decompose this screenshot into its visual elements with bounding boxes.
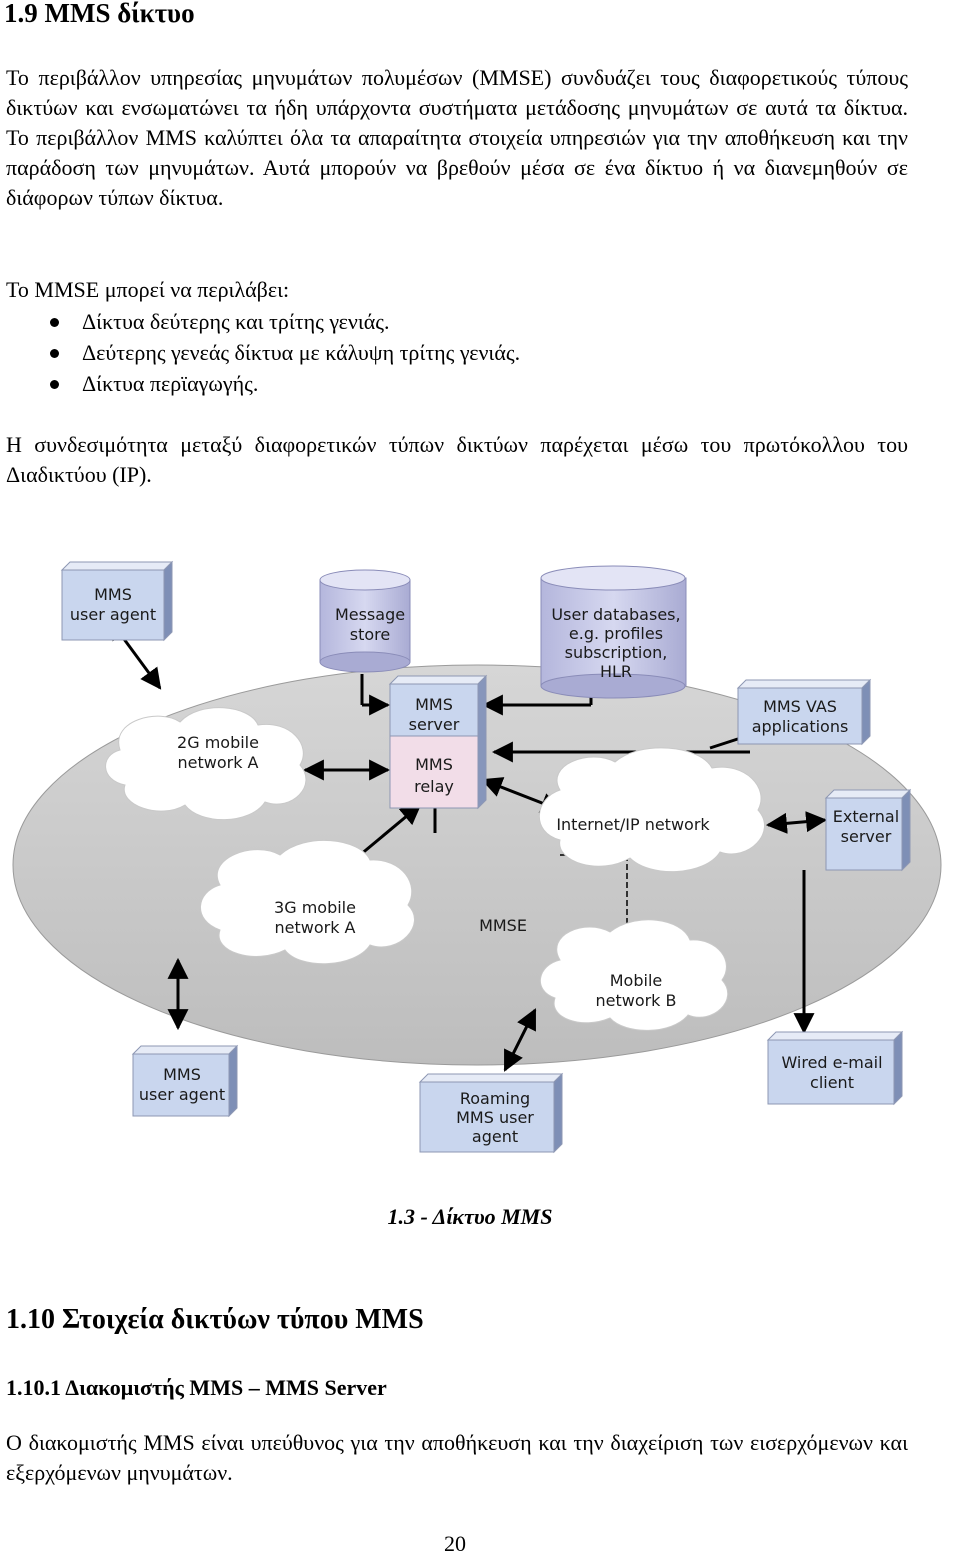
diagram-label: server bbox=[841, 827, 892, 846]
mms-user-agent-bottom-box: MMS user agent bbox=[131, 1044, 239, 1118]
connectivity-paragraph: Η συνδεσιμότητα μεταξύ διαφορετικών τύπω… bbox=[6, 432, 908, 487]
connector-line bbox=[765, 811, 828, 834]
user-databases-cylinder: User databases, e.g. profiles subscripti… bbox=[540, 565, 687, 699]
mms-user-agent-top-box: MMS user agent bbox=[60, 560, 174, 642]
diagram-label: External bbox=[833, 807, 899, 826]
server-paragraph: Ο διακομιστής MMS είναι υπεύθυνος για τη… bbox=[6, 1430, 908, 1485]
list-item: Δίκτυα δεύτερης και τρίτης γενιάς. bbox=[82, 309, 390, 334]
diagram-label: applications bbox=[752, 717, 849, 736]
section-heading-1-9: 1.9 MMS δίκτυο bbox=[4, 0, 195, 28]
intro-paragraph: Το περιβάλλον υπηρεσίας μηνυμάτων πολυμέ… bbox=[6, 65, 908, 210]
diagram-label: MMS user bbox=[456, 1108, 534, 1127]
mms-network-diagram: MMS user agent Message store User databa… bbox=[12, 560, 942, 1154]
section-heading-1-10: 1.10 Στοιχεία δικτύων τύπου MMS bbox=[6, 1304, 424, 1335]
list-intro: Το MMSE μπορεί να περιλάβει: bbox=[6, 277, 290, 302]
diagram-label: Wired e-mail bbox=[781, 1053, 882, 1072]
diagram-label: server bbox=[409, 715, 460, 734]
page-number: 20 bbox=[444, 1531, 466, 1556]
diagram-label: e.g. profiles bbox=[569, 624, 663, 643]
external-server-box: External server bbox=[824, 788, 912, 872]
diagram-label: Mobile bbox=[610, 971, 662, 990]
diagram-label: client bbox=[810, 1073, 854, 1092]
diagram-label: subscription, bbox=[565, 643, 668, 662]
diagram-label: Internet/IP network bbox=[556, 815, 710, 834]
diagram-label: User databases, bbox=[551, 605, 680, 624]
diagram-label: HLR bbox=[600, 662, 632, 681]
diagram-label: 2G mobile bbox=[177, 733, 259, 752]
internet-ip-cloud: Internet/IP network bbox=[538, 747, 765, 873]
diagram-label: MMS bbox=[415, 755, 453, 774]
mms-server-box: MMS server bbox=[388, 674, 488, 810]
diagram-label: user agent bbox=[139, 1085, 225, 1104]
mmse-label: MMSE bbox=[479, 916, 527, 935]
wired-email-box: Wired e-mail client bbox=[766, 1030, 904, 1106]
diagram-label: Roaming bbox=[460, 1089, 530, 1108]
subsection-heading-1-10-1: 1.10.1 Διακομιστής MMS – MMS Server bbox=[6, 1375, 387, 1400]
mms-vas-box: MMS VAS applications bbox=[736, 678, 872, 746]
list-item: Δεύτερης γενεάς δίκτυα με κάλυψη τρίτης … bbox=[82, 340, 521, 365]
diagram-label: user agent bbox=[70, 605, 156, 624]
diagram-label: agent bbox=[472, 1127, 518, 1146]
bullet-icon bbox=[50, 349, 59, 358]
diagram-label: MMS bbox=[415, 695, 453, 714]
diagram-label: MMS bbox=[94, 585, 132, 604]
bullet-icon bbox=[50, 318, 59, 327]
diagram-label: MMS bbox=[163, 1065, 201, 1084]
roaming-agent-box: Roaming MMS user agent bbox=[418, 1072, 564, 1154]
diagram-label: 3G mobile bbox=[274, 898, 356, 917]
connector-line bbox=[503, 1008, 537, 1072]
diagram-label: network A bbox=[177, 753, 258, 772]
diagram-label: network B bbox=[595, 991, 676, 1010]
bullet-icon bbox=[50, 380, 59, 389]
message-store-cylinder: Message store bbox=[319, 569, 411, 673]
network-2g-cloud: 2G mobile network A bbox=[105, 707, 307, 821]
figure-caption: 1.3 - Δίκτυο MMS bbox=[387, 1204, 553, 1229]
diagram-label: relay bbox=[414, 777, 454, 796]
mobile-network-b-cloud: Mobile network B bbox=[539, 919, 729, 1031]
mms-relay-box: MMS relay bbox=[389, 735, 479, 809]
diagram-label: store bbox=[350, 625, 390, 644]
network-3g-cloud: 3G mobile network A bbox=[200, 839, 415, 965]
diagram-label: MMS VAS bbox=[763, 697, 837, 716]
list-item: Δίκτυα περϊαγωγής. bbox=[82, 371, 259, 396]
diagram-label: Message bbox=[335, 605, 405, 624]
diagram-label: network A bbox=[274, 918, 355, 937]
